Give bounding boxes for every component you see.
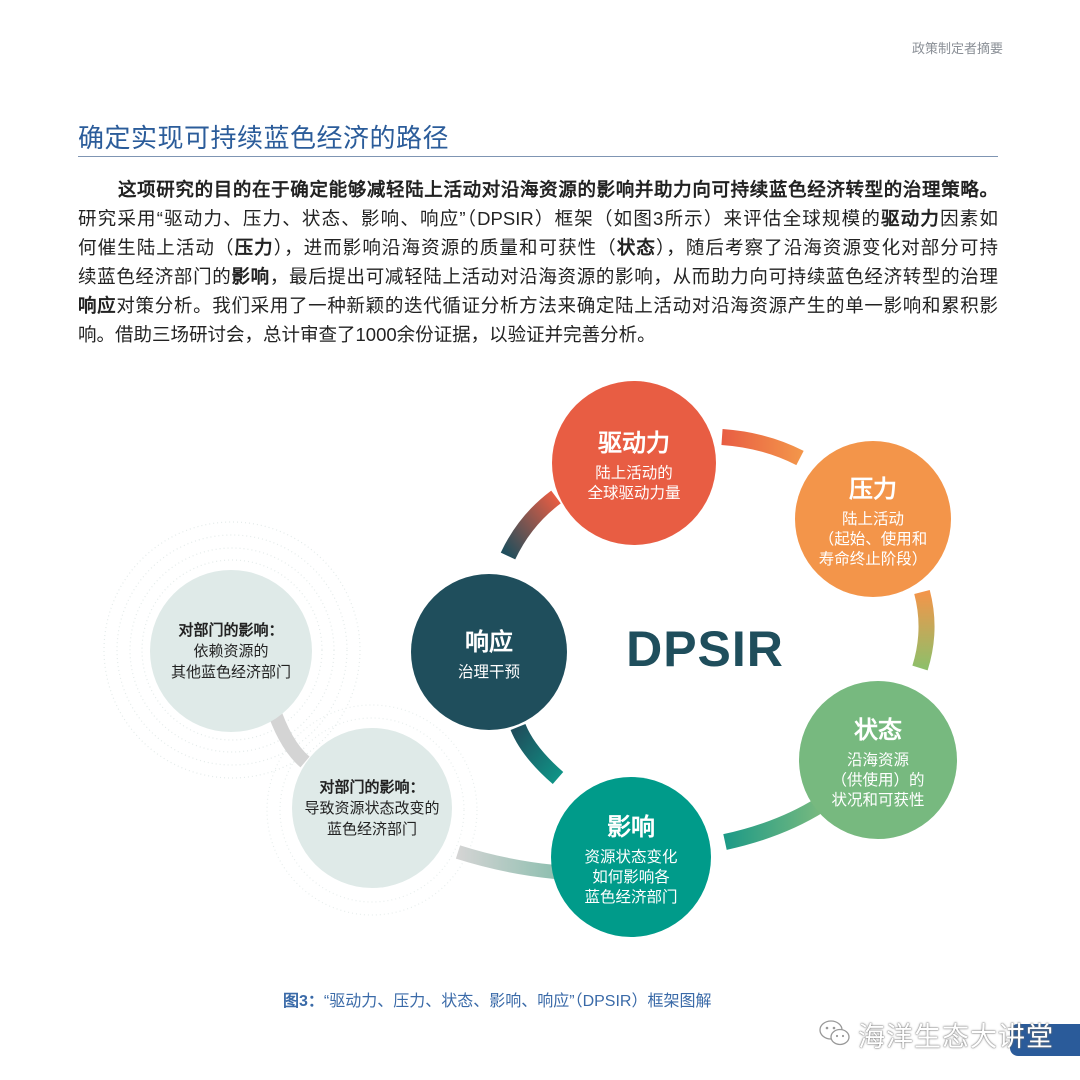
- watermark-text: 海洋生态大讲堂: [858, 1022, 1054, 1052]
- paragraph-line: 响应对策分析。我们采用了一种新颖的迭代循证分析方法来确定陆上活动对沿海资源产生的…: [78, 291, 998, 320]
- sector-node-causing: 对部门的影响： 导致资源状态改变的 蓝色经济部门: [292, 728, 452, 888]
- dpsir-center-label: DPSIR: [626, 621, 784, 677]
- arrow-impact-to-sector: [455, 845, 556, 879]
- node-line: 资源状态变化: [584, 848, 678, 866]
- bold-term: 驱动力: [881, 208, 941, 229]
- node-line: 寿命终止阶段）: [818, 550, 928, 568]
- halo-ring: [141, 559, 323, 741]
- node-line: （供使用）的: [831, 771, 925, 789]
- sector-node-line: 蓝色经济部门: [326, 820, 417, 838]
- node-title: 压力: [849, 475, 897, 503]
- title-divider: [78, 156, 998, 157]
- node-title: 影响: [607, 813, 655, 841]
- node-title: 驱动力: [598, 429, 670, 457]
- node-line: 治理干预: [457, 663, 520, 681]
- sector-node-dependent: 对部门的影响： 依赖资源的 其他蓝色经济部门: [150, 570, 312, 732]
- sector-node-title: 对部门的影响：: [319, 778, 425, 796]
- halo-ring: [116, 534, 348, 766]
- sector-node-line: 其他蓝色经济部门: [170, 663, 291, 681]
- paragraph-line: 响。借助三场研讨会，总计审查了1000余份证据，以验证并完善分析。: [78, 320, 998, 349]
- text-run: 何催生陆上活动（: [78, 237, 235, 258]
- node-line: 全球驱动力量: [587, 484, 681, 502]
- caption-label: 图3：: [283, 993, 324, 1010]
- halo-ring: [279, 717, 465, 903]
- arrow-impact-to-response: [510, 723, 564, 785]
- text-run: 因素如: [940, 208, 998, 229]
- node-line: （起始、使用和: [818, 530, 928, 548]
- halo-ring: [129, 547, 335, 753]
- node-line: 蓝色经济部门: [584, 888, 678, 906]
- paragraph-line: 研究采用“驱动力、压力、状态、影响、响应”（DPSIR）框架（如图3所示）来评估…: [78, 204, 998, 233]
- node-line: 状况和可获性: [831, 791, 925, 809]
- sector-node-title: 对部门的影响：: [178, 621, 284, 639]
- page-title: 确定实现可持续蓝色经济的路径: [78, 123, 450, 153]
- arrow-pressure-to-state: [912, 589, 935, 671]
- node-line: 陆上活动的: [595, 464, 673, 482]
- paragraph-line: 何催生陆上活动（压力），进而影响沿海资源的质量和可获性（状态），随后考察了沿海资…: [78, 233, 998, 262]
- node-impact: 影响 资源状态变化 如何影响各 蓝色经济部门: [551, 777, 711, 937]
- body-paragraph: 这项研究的目的在于确定能够减轻陆上活动对沿海资源的影响并助力向可持续蓝色经济转型…: [78, 175, 998, 349]
- bold-term: 这项研究的目的在于确定能够减轻陆上活动对沿海资源的影响并助力向可持续蓝色经济转型…: [118, 179, 998, 200]
- bold-term: 响应: [78, 295, 117, 316]
- text-run: ，最后提出可减轻陆上活动对沿海资源的影响，从而助力向可持续蓝色经济转型的治理: [269, 266, 998, 287]
- node-title: 状态: [854, 716, 902, 744]
- node-line: 如何影响各: [592, 868, 670, 886]
- sector-node-line: 导致资源状态改变的: [304, 799, 440, 817]
- node-pressure: 压力 陆上活动 （起始、使用和 寿命终止阶段）: [795, 441, 951, 597]
- text-run: ），进而影响沿海资源的质量和可获性（: [273, 237, 617, 258]
- section-label: 政策制定者摘要: [911, 41, 1003, 56]
- arrow-driver-to-pressure: [721, 429, 804, 466]
- node-title: 响应: [465, 628, 513, 656]
- text-run: 对策分析。我们采用了一种新颖的迭代循证分析方法来确定陆上活动对沿海资源产生的单一…: [116, 295, 998, 316]
- figure-caption: 图3：“驱动力、压力、状态、影响、响应”（DPSIR）框架图解: [283, 987, 711, 1011]
- node-response: 响应 治理干预: [411, 574, 567, 730]
- node-line: 沿海资源: [846, 751, 909, 769]
- bold-term: 状态: [616, 237, 656, 258]
- node-state: 状态 沿海资源 （供使用）的 状况和可获性: [799, 681, 957, 839]
- watermark-bar: [1010, 1024, 1080, 1056]
- text-run: 响。借助三场研讨会，总计审查了1000余份证据，以验证并完善分析。: [78, 324, 656, 345]
- arrow-state-to-impact: [723, 798, 825, 850]
- sector-node-line: 依赖资源的: [193, 642, 269, 660]
- halo-ring: [103, 521, 361, 779]
- caption-text: “驱动力、压力、状态、影响、响应”（DPSIR）框架图解: [323, 993, 712, 1010]
- halo-ring: [266, 704, 478, 916]
- node-driver: 驱动力 陆上活动的 全球驱动力量: [552, 381, 716, 545]
- paragraph-line: 这项研究的目的在于确定能够减轻陆上活动对沿海资源的影响并助力向可持续蓝色经济转型…: [78, 175, 998, 204]
- text-run: ），随后考察了沿海资源变化对部分可持: [655, 237, 998, 258]
- text-run: 研究采用“驱动力、压力、状态、影响、响应”（DPSIR）框架（如图3所示）来评估…: [78, 208, 882, 229]
- node-line: 陆上活动: [841, 510, 904, 528]
- bold-term: 影响: [231, 266, 270, 287]
- paragraph-line: 续蓝色经济部门的影响，最后提出可减轻陆上活动对沿海资源的影响，从而助力向可持续蓝…: [78, 262, 998, 291]
- wechat-icon: [819, 1020, 850, 1046]
- text-run: 续蓝色经济部门的: [78, 266, 232, 287]
- arrow-response-to-driver: [500, 490, 561, 560]
- bold-term: 压力: [234, 237, 274, 258]
